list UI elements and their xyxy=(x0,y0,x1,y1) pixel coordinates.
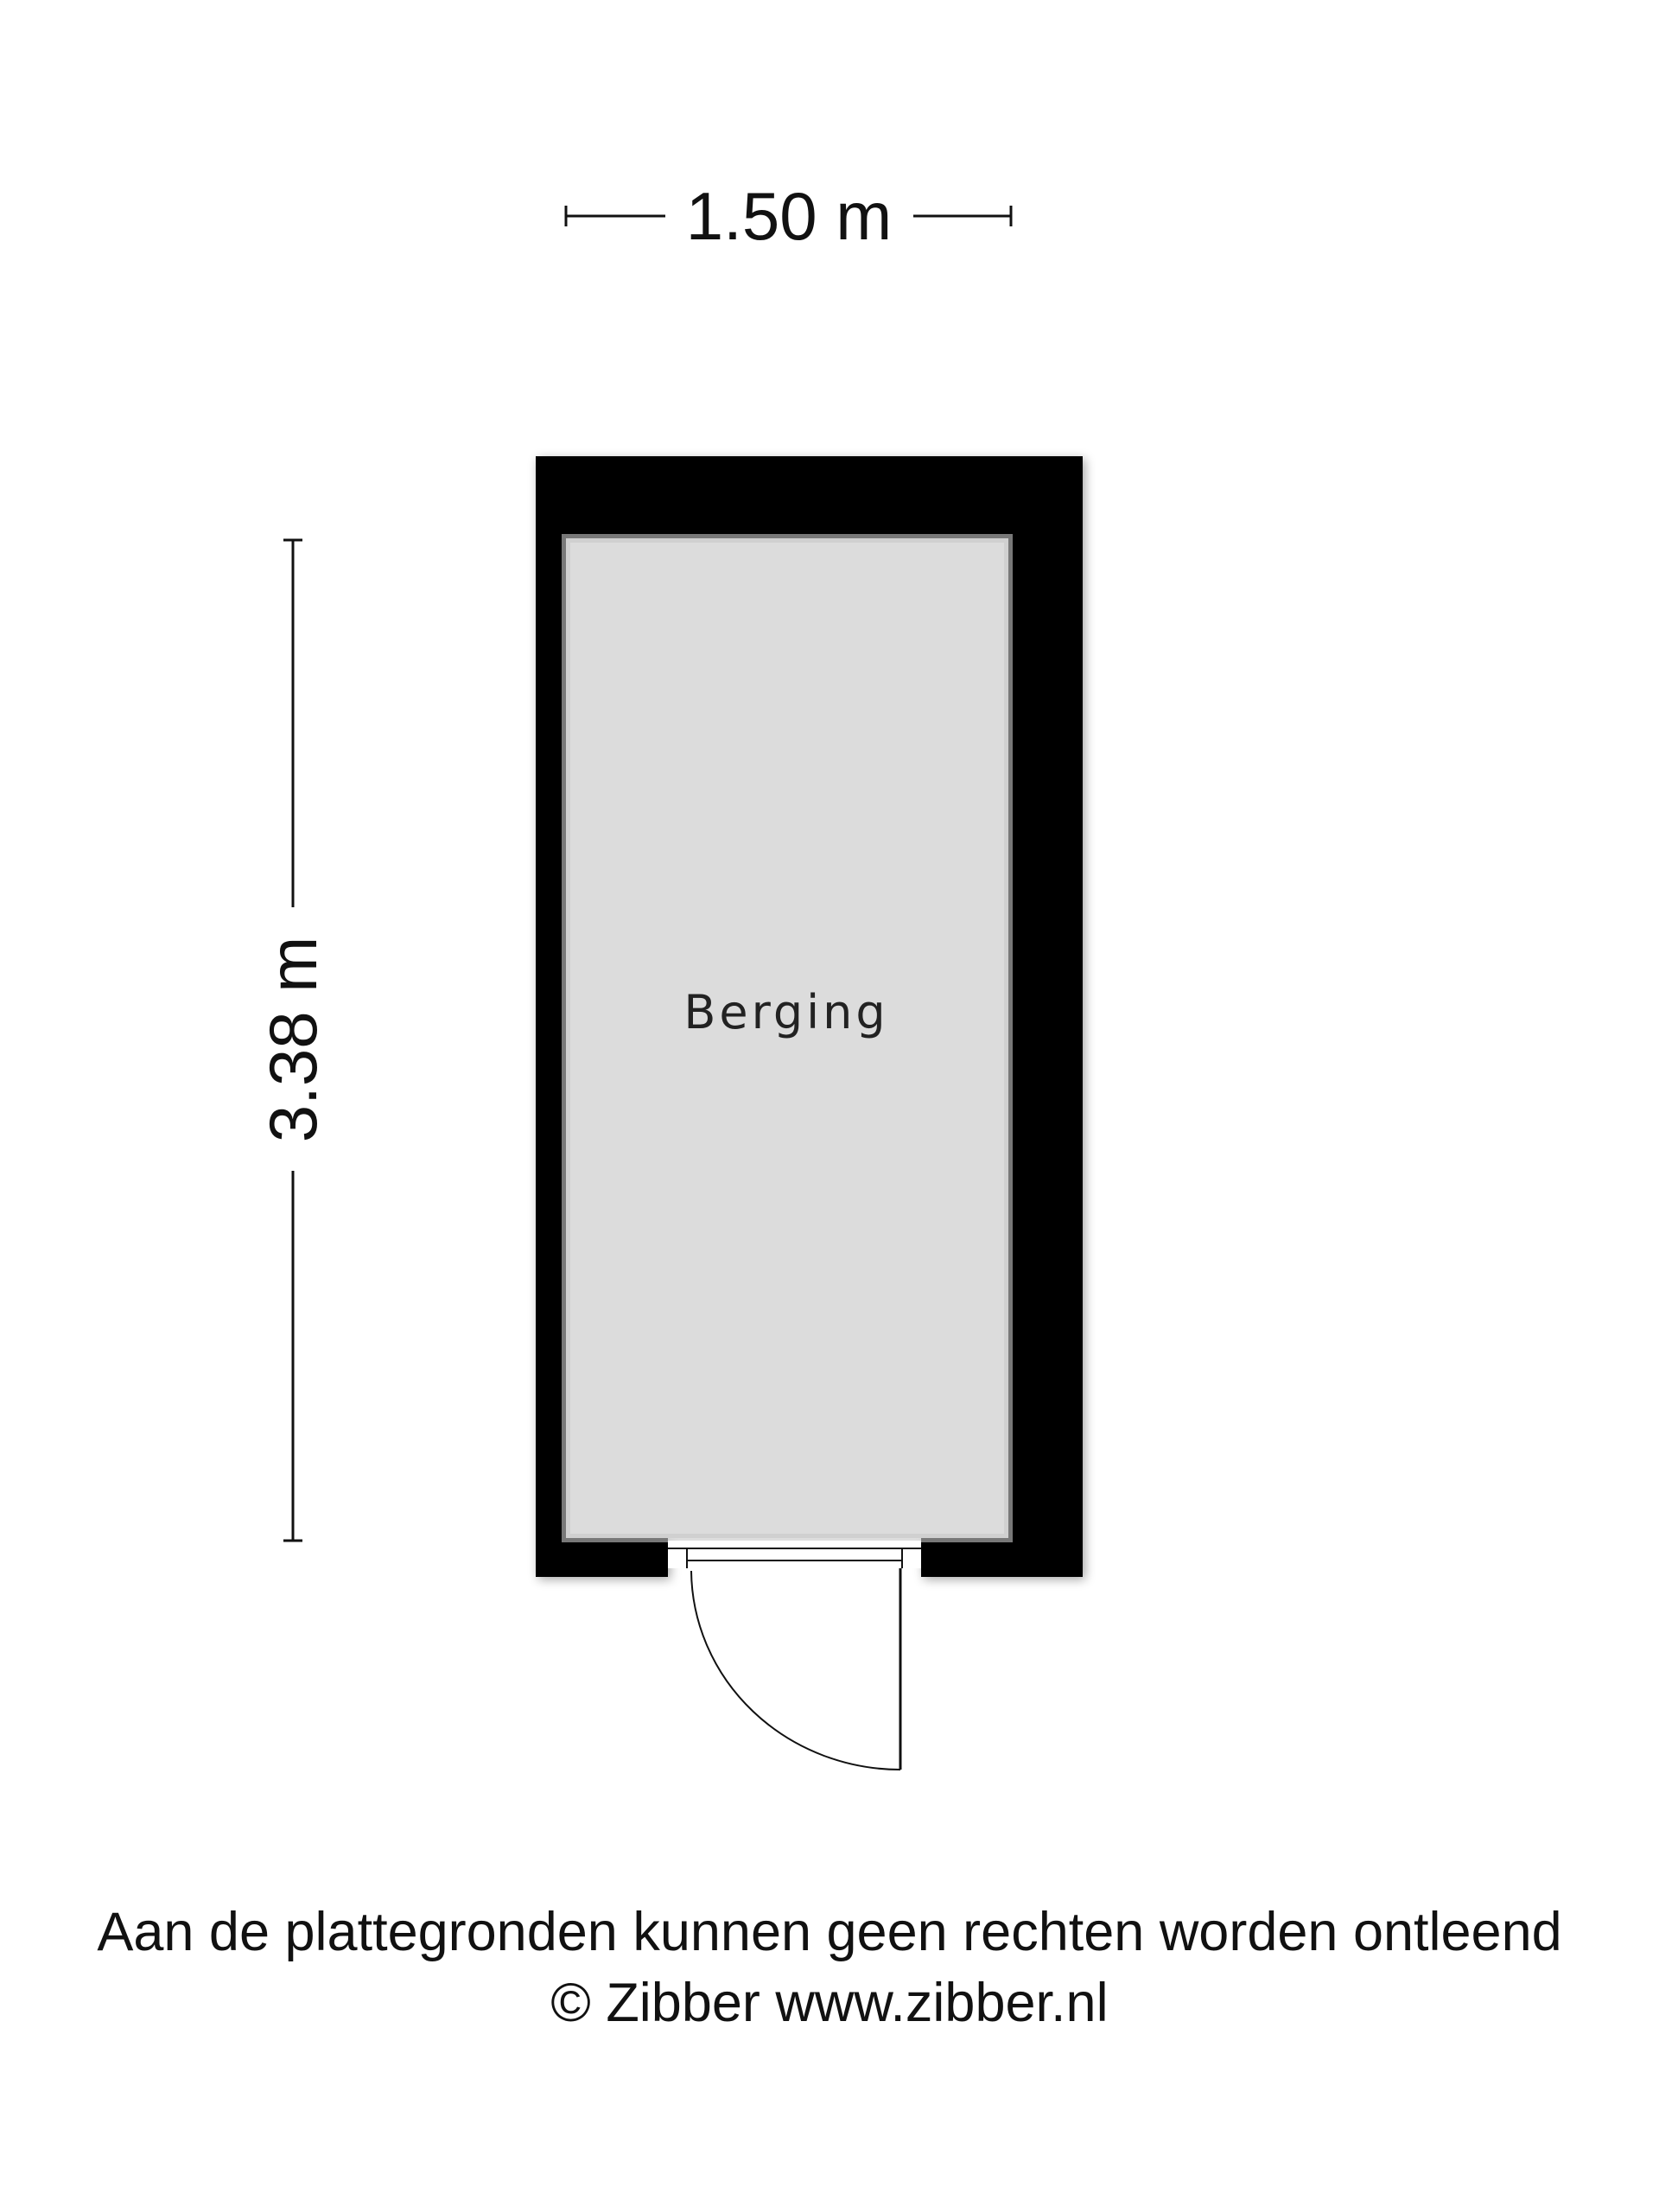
disclaimer-text: Aan de plattegronden kunnen geen rechten… xyxy=(97,1902,1562,1962)
width-dimension: 1.50 m xyxy=(564,178,1013,254)
width-dimension-label: 1.50 m xyxy=(686,178,892,254)
door xyxy=(668,1541,921,1770)
room-floor-shade xyxy=(562,534,1013,1542)
wall-outline xyxy=(536,456,1083,1577)
room-label: Berging xyxy=(683,985,888,1039)
height-dimension-label: 3.38 m xyxy=(255,937,331,1142)
room-floor xyxy=(566,538,1008,1538)
room-walls xyxy=(536,456,1083,1577)
copyright-text: © Zibber www.zibber.nl xyxy=(550,1973,1109,2033)
height-dimension: 3.38 m xyxy=(255,538,331,1542)
door-threshold xyxy=(668,1541,921,1568)
door-swing-arc xyxy=(690,1570,901,1770)
